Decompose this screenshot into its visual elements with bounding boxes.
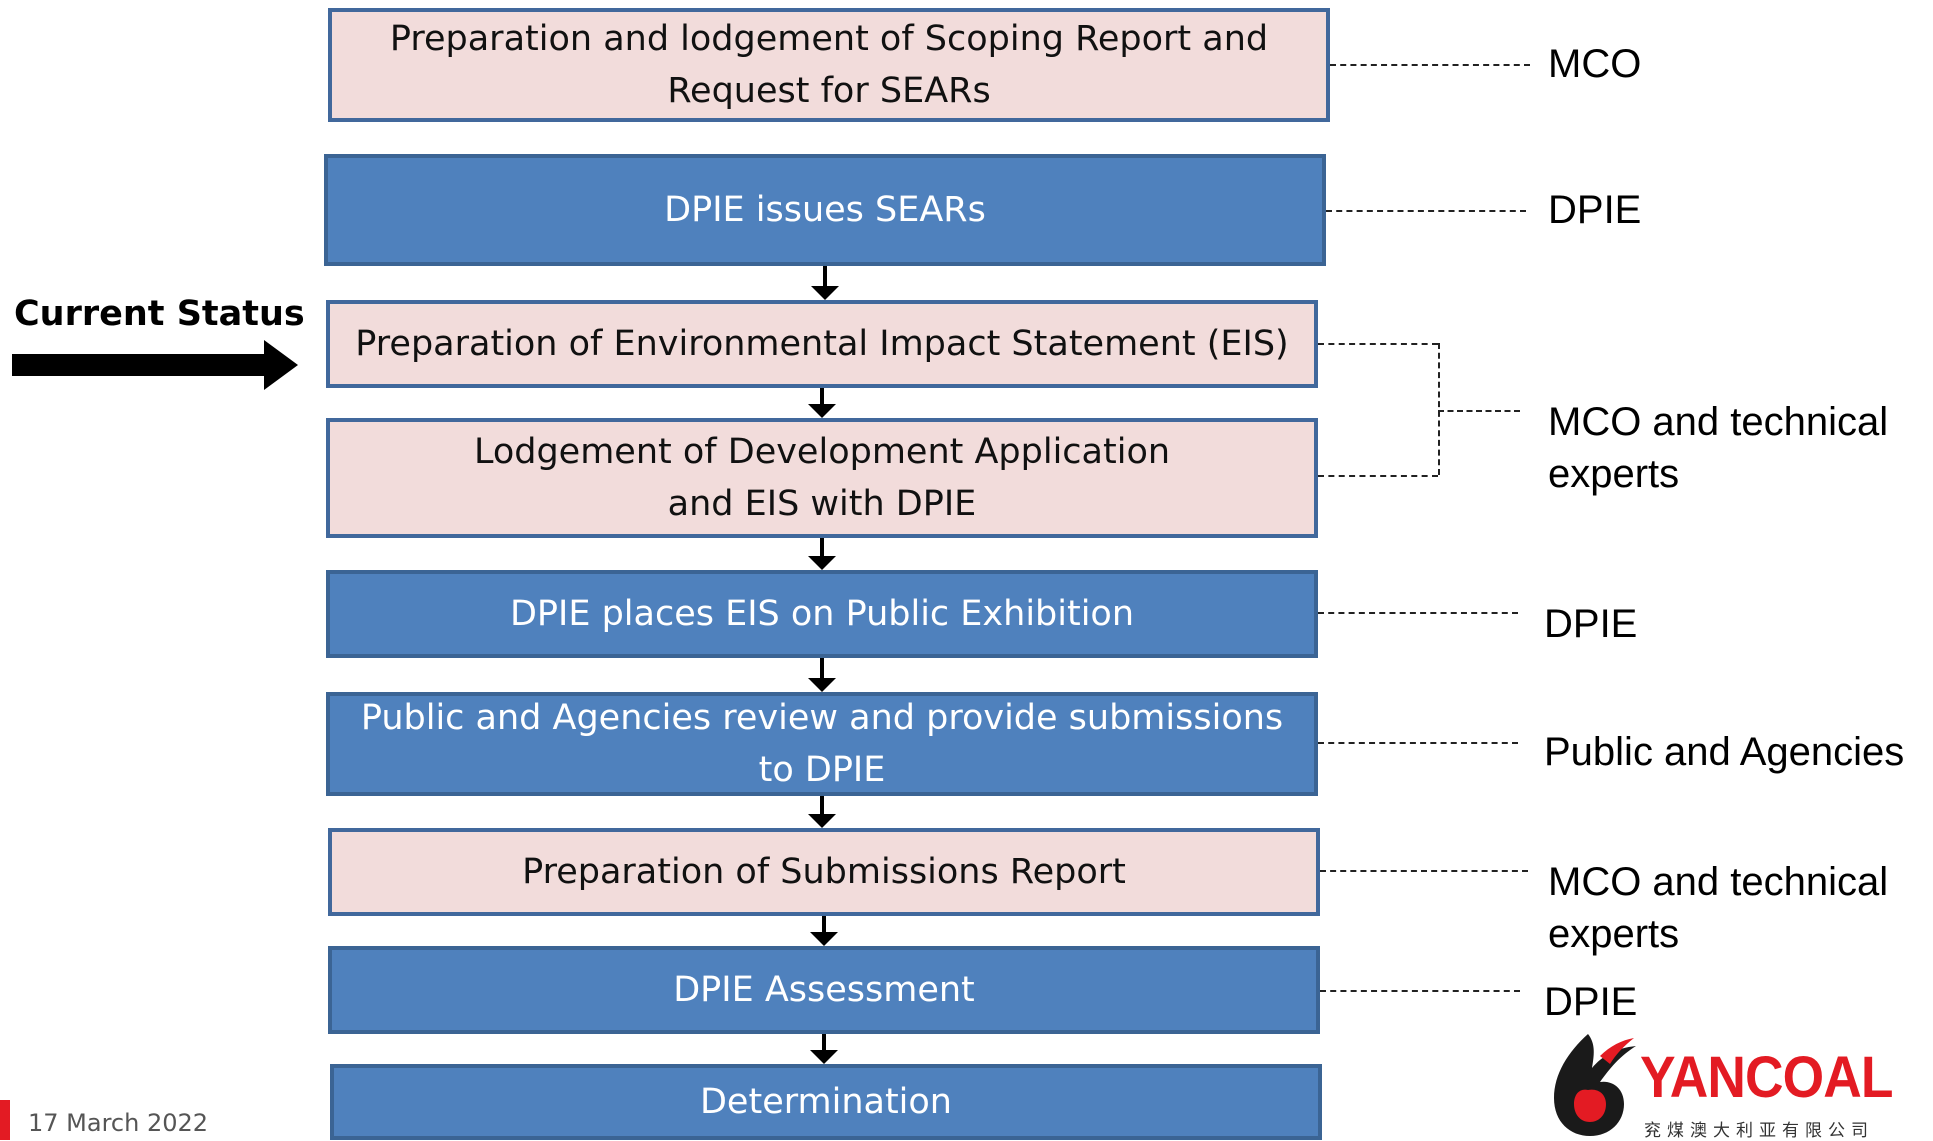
current-status-label: Current Status [14,294,305,334]
step-scoping-report: Preparation and lodgement of Scoping Rep… [328,8,1330,122]
connector-bracket-mco-experts [1438,410,1520,412]
down-arrow-icon [811,266,839,300]
step-prepare-eis: Preparation of Environmental Impact Stat… [326,300,1318,388]
footer-accent-bar [0,1100,10,1140]
step-submissions-report: Preparation of Submissions Report [328,828,1320,916]
step-determination: Determination [330,1064,1322,1140]
connector-submissions-report [1320,870,1528,872]
down-arrow-icon [808,388,836,418]
responsible-mco-experts: MCO and technical experts [1548,400,1889,496]
yancoal-logo: YANCOAL 兖煤澳大利亚有限公司 [1540,1028,1893,1141]
yancoal-flame-icon [1554,1034,1636,1136]
connector-mco [1330,64,1530,66]
connector-dpie-assessment [1320,990,1520,992]
current-status-arrow-icon [12,340,298,390]
step-dpie-issues-sears: DPIE issues SEARs [324,154,1326,266]
step-public-exhibition: DPIE places EIS on Public Exhibition [326,570,1318,658]
connector-eis [1318,343,1438,345]
responsible-public-agencies: Public and Agencies [1544,730,1905,774]
responsible-dpie-assessment: DPIE [1544,980,1638,1024]
down-arrow-icon [808,796,836,828]
down-arrow-icon [808,538,836,570]
logo-wordmark: YANCOAL [1640,1045,1893,1110]
logo-chinese-name: 兖煤澳大利亚有限公司 [1644,1121,1874,1141]
connector-dpie-exhibition [1318,612,1518,614]
connector-lodgement [1318,475,1438,477]
connector-dpie-sears [1326,210,1526,212]
bracket-mco-experts [1438,343,1440,475]
footer-date: 17 March 2022 [28,1109,209,1137]
responsible-mco-experts-2: MCO and technical experts [1548,860,1889,956]
step-dpie-assessment: DPIE Assessment [328,946,1320,1034]
down-arrow-icon [810,916,838,946]
down-arrow-icon [808,658,836,692]
responsible-dpie-exhibition: DPIE [1544,602,1638,646]
responsible-mco: MCO [1548,42,1642,86]
responsible-dpie-sears: DPIE [1548,188,1642,232]
step-public-submissions: Public and Agencies review and provide s… [326,692,1318,796]
down-arrow-icon [810,1034,838,1064]
step-lodgement-da: Lodgement of Development Application and… [326,418,1318,538]
connector-public-agencies [1318,742,1518,744]
